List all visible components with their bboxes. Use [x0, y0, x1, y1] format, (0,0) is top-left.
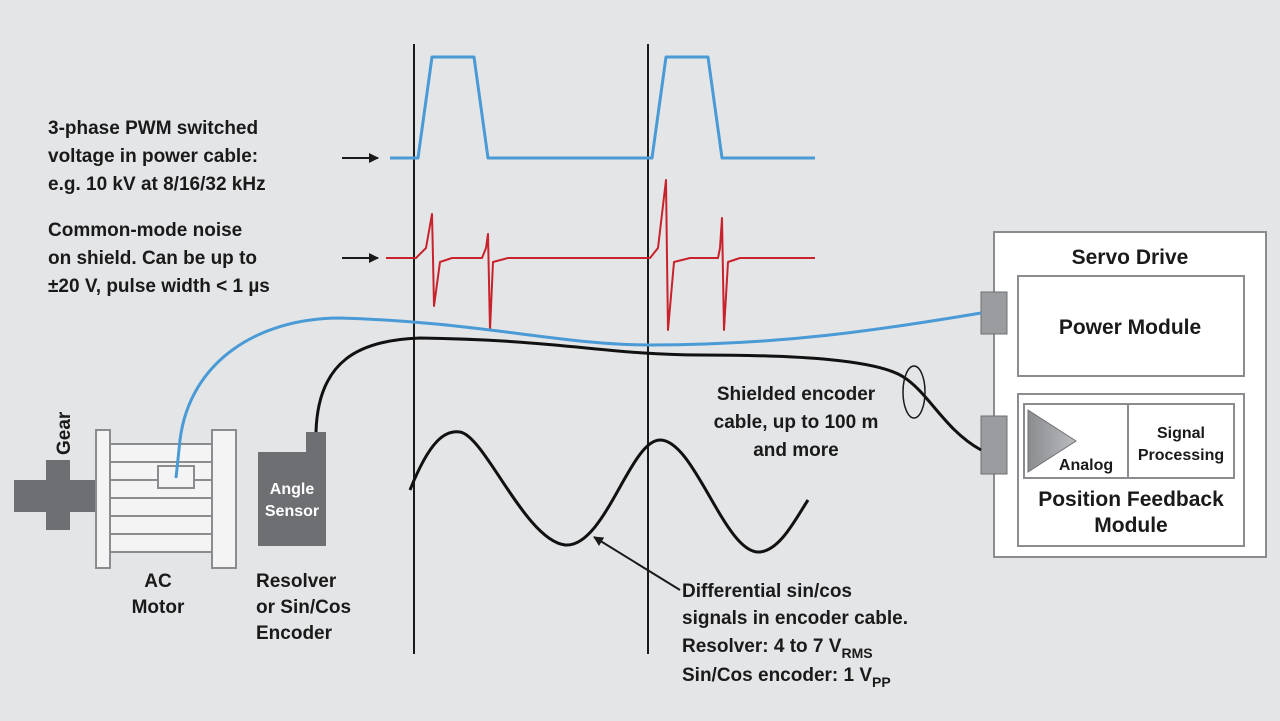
encoder-label-line-2: or Sin/Cos — [256, 597, 351, 618]
position-feedback-label-line-1: Position Feedback — [1038, 488, 1224, 511]
diff-label-line-2: signals in encoder cable. — [682, 608, 908, 629]
signal-processing-label-line-1: Signal — [1157, 425, 1205, 442]
shield-label-line-3: and more — [753, 440, 839, 461]
diff-label-resolver-text: Resolver: 4 to 7 V — [682, 636, 842, 657]
gear-label: Gear — [54, 411, 75, 455]
angle-sensor-label-line-2: Sensor — [265, 503, 319, 520]
noise-label-line-1: Common-mode noise — [48, 220, 242, 241]
pwm-waveform — [390, 55, 815, 160]
ac-motor-body — [95, 429, 237, 569]
encoder-label-line-3: Encoder — [256, 623, 333, 644]
power-module-box — [1017, 275, 1245, 377]
position-feedback-label-line-2: Module — [1094, 514, 1168, 537]
pwm-label-line-1: 3-phase PWM switched — [48, 118, 258, 139]
signal-processing-label-line-2: Processing — [1138, 447, 1224, 464]
angle-sensor-housing — [258, 432, 326, 546]
sin-cos-signal — [408, 430, 810, 554]
shield-label-line-2: cable, up to 100 m — [714, 412, 879, 433]
diff-label-line-3: Resolver: 4 to 7 VRMS — [682, 636, 873, 661]
shield-label-line-1: Shielded encoder — [717, 384, 876, 405]
diff-label-line-4: Sin/Cos encoder: 1 VPP — [682, 665, 891, 690]
pwm-label-line-2: voltage in power cable: — [48, 146, 258, 167]
diff-label-rms-subscript: RMS — [841, 645, 872, 661]
noise-label-line-3: ±20 V, pulse width < 1 µs — [48, 276, 270, 297]
noise-label-line-2: on shield. Can be up to — [48, 248, 257, 269]
sin-cos-label-arrow — [593, 536, 681, 591]
encoder-label-line-1: Resolver — [256, 571, 337, 592]
common-mode-noise-waveform — [386, 179, 815, 331]
diff-label-line-1: Differential sin/cos — [682, 581, 852, 602]
shield-indicator-ellipse — [902, 365, 926, 419]
power-module-label: Power Module — [1059, 316, 1201, 339]
analog-label: Analog — [1059, 457, 1113, 474]
encoder-connector — [980, 415, 1008, 475]
diff-label-sincos-text: Sin/Cos encoder: 1 V — [682, 665, 872, 686]
power-cable — [174, 311, 982, 479]
ac-motor-label-line-1: AC — [144, 571, 172, 592]
signal-processing-block — [1127, 403, 1235, 479]
servo-drive-title: Servo Drive — [1072, 246, 1189, 269]
ac-motor-label-line-2: Motor — [132, 597, 185, 618]
pwm-label-line-3: e.g. 10 kV at 8/16/32 kHz — [48, 174, 266, 195]
power-connector — [980, 291, 1008, 335]
angle-sensor-label-line-1: Angle — [270, 481, 315, 498]
gear-shaft — [14, 460, 98, 530]
encoder-cable — [314, 336, 982, 452]
amplifier-symbol — [1027, 409, 1077, 473]
diff-label-pp-subscript: PP — [872, 674, 891, 690]
